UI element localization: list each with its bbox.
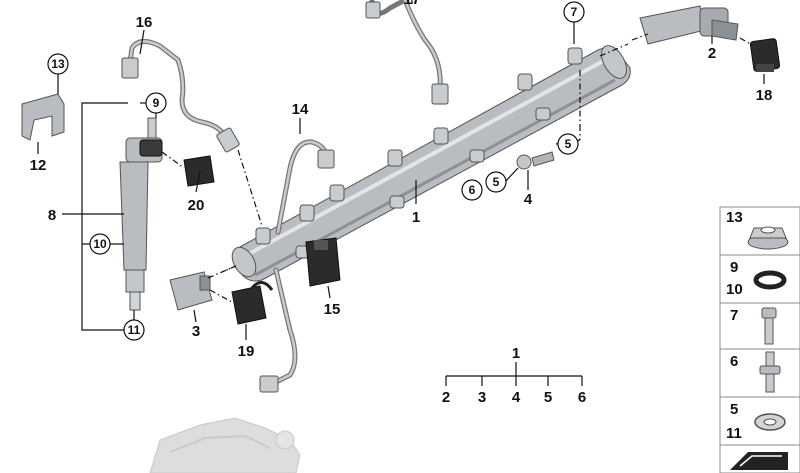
callout-12: 12 [30, 157, 47, 174]
callout-circle-6: 6 [461, 179, 483, 201]
tree-child: 6 [578, 389, 586, 406]
callout-18: 18 [756, 87, 773, 104]
callout-5: 5 [493, 175, 500, 189]
tree-root: 1 [512, 345, 520, 362]
callout-14: 14 [292, 101, 309, 118]
callout-3: 3 [192, 323, 200, 340]
assembly-tree: 1 2 3 4 5 6 [442, 345, 586, 406]
tree-child: 3 [478, 389, 486, 406]
side-label: 7 [730, 307, 738, 324]
fuel-rail [231, 45, 631, 282]
washer-icon [754, 413, 786, 431]
callout-leaders [37, 0, 765, 340]
high-pressure-pump [149, 417, 301, 473]
sensor-3 [169, 265, 237, 311]
side-label: 11 [726, 425, 742, 442]
flange-nut-icon [747, 226, 789, 250]
callout-5: 5 [565, 137, 572, 151]
connector-19 [209, 281, 274, 325]
side-cell-7 [719, 302, 800, 350]
tree-child: 4 [512, 389, 521, 406]
side-label: 9 [730, 259, 738, 276]
fuel-line-16 [121, 39, 240, 153]
callout-6: 6 [469, 183, 476, 197]
callout-circle-5-left: 5 [485, 171, 507, 193]
stud-bolt-icon [759, 351, 781, 393]
callout-20: 20 [188, 197, 205, 214]
side-label: 13 [726, 209, 743, 226]
callout-7: 7 [571, 5, 578, 19]
callout-1: 1 [412, 209, 420, 226]
circled-callouts: 13 9 10 11 7 5 6 5 [47, 1, 585, 341]
callout-19: 19 [238, 343, 255, 360]
callout-circle-13: 13 [47, 53, 69, 75]
fuel-line-pump [259, 267, 298, 393]
callout-16: 16 [136, 14, 153, 31]
callout-15: 15 [324, 301, 341, 318]
tree-child: 5 [544, 389, 552, 406]
callout-9: 9 [153, 96, 160, 110]
callout-circle-11: 11 [123, 319, 145, 341]
side-cell-9-10 [719, 254, 800, 304]
tree-child: 2 [442, 389, 450, 406]
callout-17: 17 [404, 0, 421, 8]
fuel-line-17 [365, 0, 449, 105]
leader-lines [221, 43, 629, 273]
o-ring-icon [753, 270, 787, 290]
callout-13: 13 [51, 57, 65, 71]
callout-circle-9: 9 [145, 92, 167, 114]
bolt-assembly [516, 151, 555, 170]
bolt-icon [761, 307, 777, 345]
connector-20 [161, 151, 215, 187]
side-label: 10 [726, 281, 743, 298]
callout-circle-5-right: 5 [557, 133, 579, 155]
connector-15 [305, 237, 341, 287]
injector [119, 117, 163, 311]
callout-circle-10: 10 [89, 233, 111, 255]
callout-11: 11 [128, 323, 141, 337]
connector-18 [739, 37, 781, 72]
callout-2: 2 [708, 45, 716, 62]
gasket-symbol-icon [730, 452, 788, 470]
side-parts-panel: 13 9 10 7 6 5 11 [719, 206, 800, 473]
rail-pressure-sensor [631, 5, 739, 45]
callout-circle-7: 7 [563, 1, 585, 23]
callout-8: 8 [48, 207, 56, 224]
callout-labels: 16 17 12 8 20 14 1 2 18 4 3 19 15 [30, 0, 773, 360]
injector-clamp [21, 93, 65, 141]
fuel-line-14 [275, 139, 335, 235]
callout-4: 4 [524, 191, 533, 208]
side-cell-5-11 [719, 396, 800, 446]
side-label: 6 [730, 353, 738, 370]
side-label: 5 [730, 401, 738, 418]
callout-10: 10 [93, 237, 107, 251]
